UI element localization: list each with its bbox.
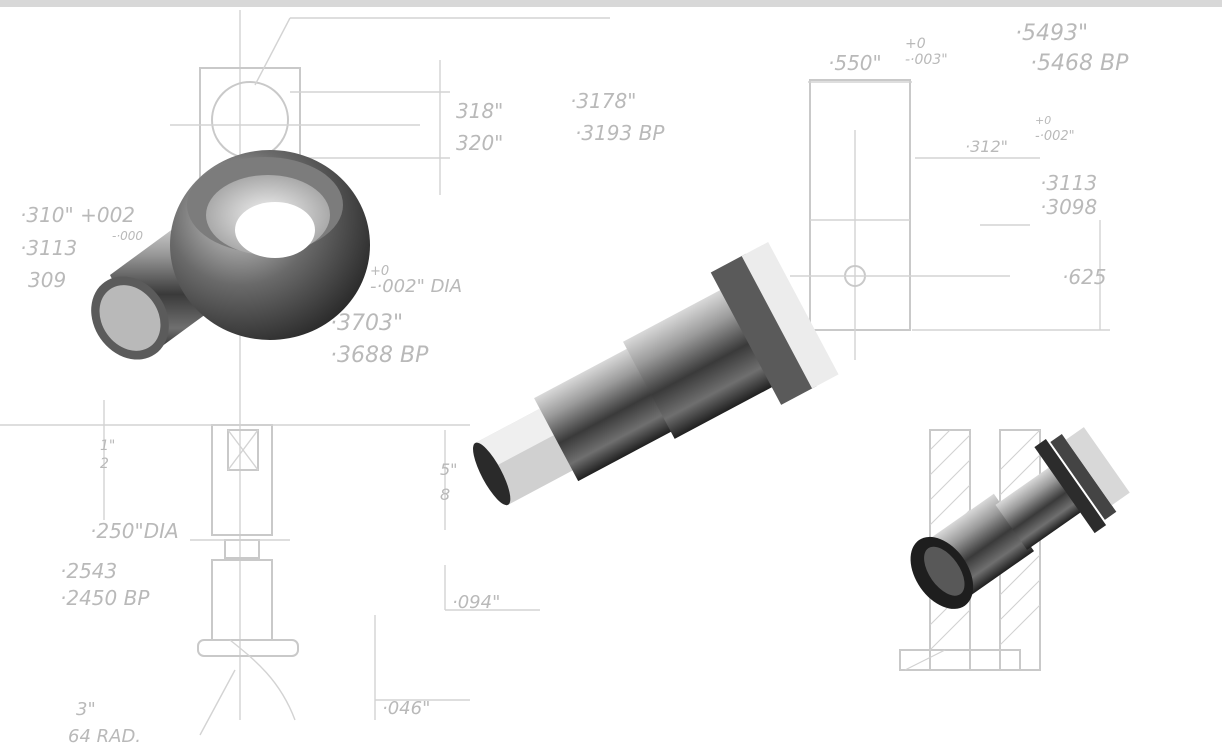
leader-arrow <box>254 17 291 86</box>
drawing-flange <box>197 639 299 657</box>
dim-label: -·002" <box>1035 129 1075 144</box>
dim-label: ·3178" <box>570 89 636 113</box>
dim-label: 3" <box>76 699 96 720</box>
dim-label: 309 <box>28 268 66 292</box>
dim-label: ·094" <box>452 592 500 613</box>
dim-label: ·3193 BP <box>575 121 665 145</box>
dim-label: 2 <box>100 456 109 472</box>
dim-label: ·250"DIA <box>90 519 179 543</box>
dim-label: ·3113 <box>1040 171 1097 195</box>
dim-label: ·310" +002 <box>20 203 135 227</box>
drawing-square <box>227 429 259 471</box>
dim-label: 318" <box>456 99 503 123</box>
dim-label: -·003" <box>905 52 948 68</box>
dim-label: ·2543 <box>60 559 117 583</box>
dim-label: 320" <box>456 131 503 155</box>
dim-label: ·5493" <box>1015 21 1088 46</box>
dim-label: -·000 <box>112 229 143 243</box>
banjo-fitting <box>91 150 370 360</box>
dim-label: ·046" <box>382 698 430 719</box>
dim-label: 1" <box>100 438 115 454</box>
hex-plug <box>910 427 1130 609</box>
top-strip <box>0 0 1222 7</box>
dim-label: ·5468 BP <box>1030 51 1129 76</box>
dim-label: 8 <box>440 485 450 504</box>
dim-label: ·312" <box>965 137 1008 156</box>
dim-label: ·625 <box>1062 265 1107 289</box>
dim-label: ·3703" <box>330 311 403 336</box>
dim-label: +0 <box>905 36 926 52</box>
drawing-block <box>809 79 911 331</box>
dim-label: ·3113 <box>20 236 77 260</box>
dim-label: ·3098 <box>1040 195 1097 219</box>
dim-label: 64 RAD. <box>68 726 141 747</box>
dim-label: +0 <box>370 264 389 279</box>
dim-label: ·2450 BP <box>60 586 150 610</box>
dim-label: 5" <box>440 460 458 479</box>
dim-label: +0 <box>1035 114 1051 127</box>
dim-label: -·002" DIA <box>370 276 462 297</box>
dim-label: ·3688 BP <box>330 343 429 368</box>
stepped-pin <box>473 241 839 506</box>
dim-label: ·550" <box>828 51 882 75</box>
